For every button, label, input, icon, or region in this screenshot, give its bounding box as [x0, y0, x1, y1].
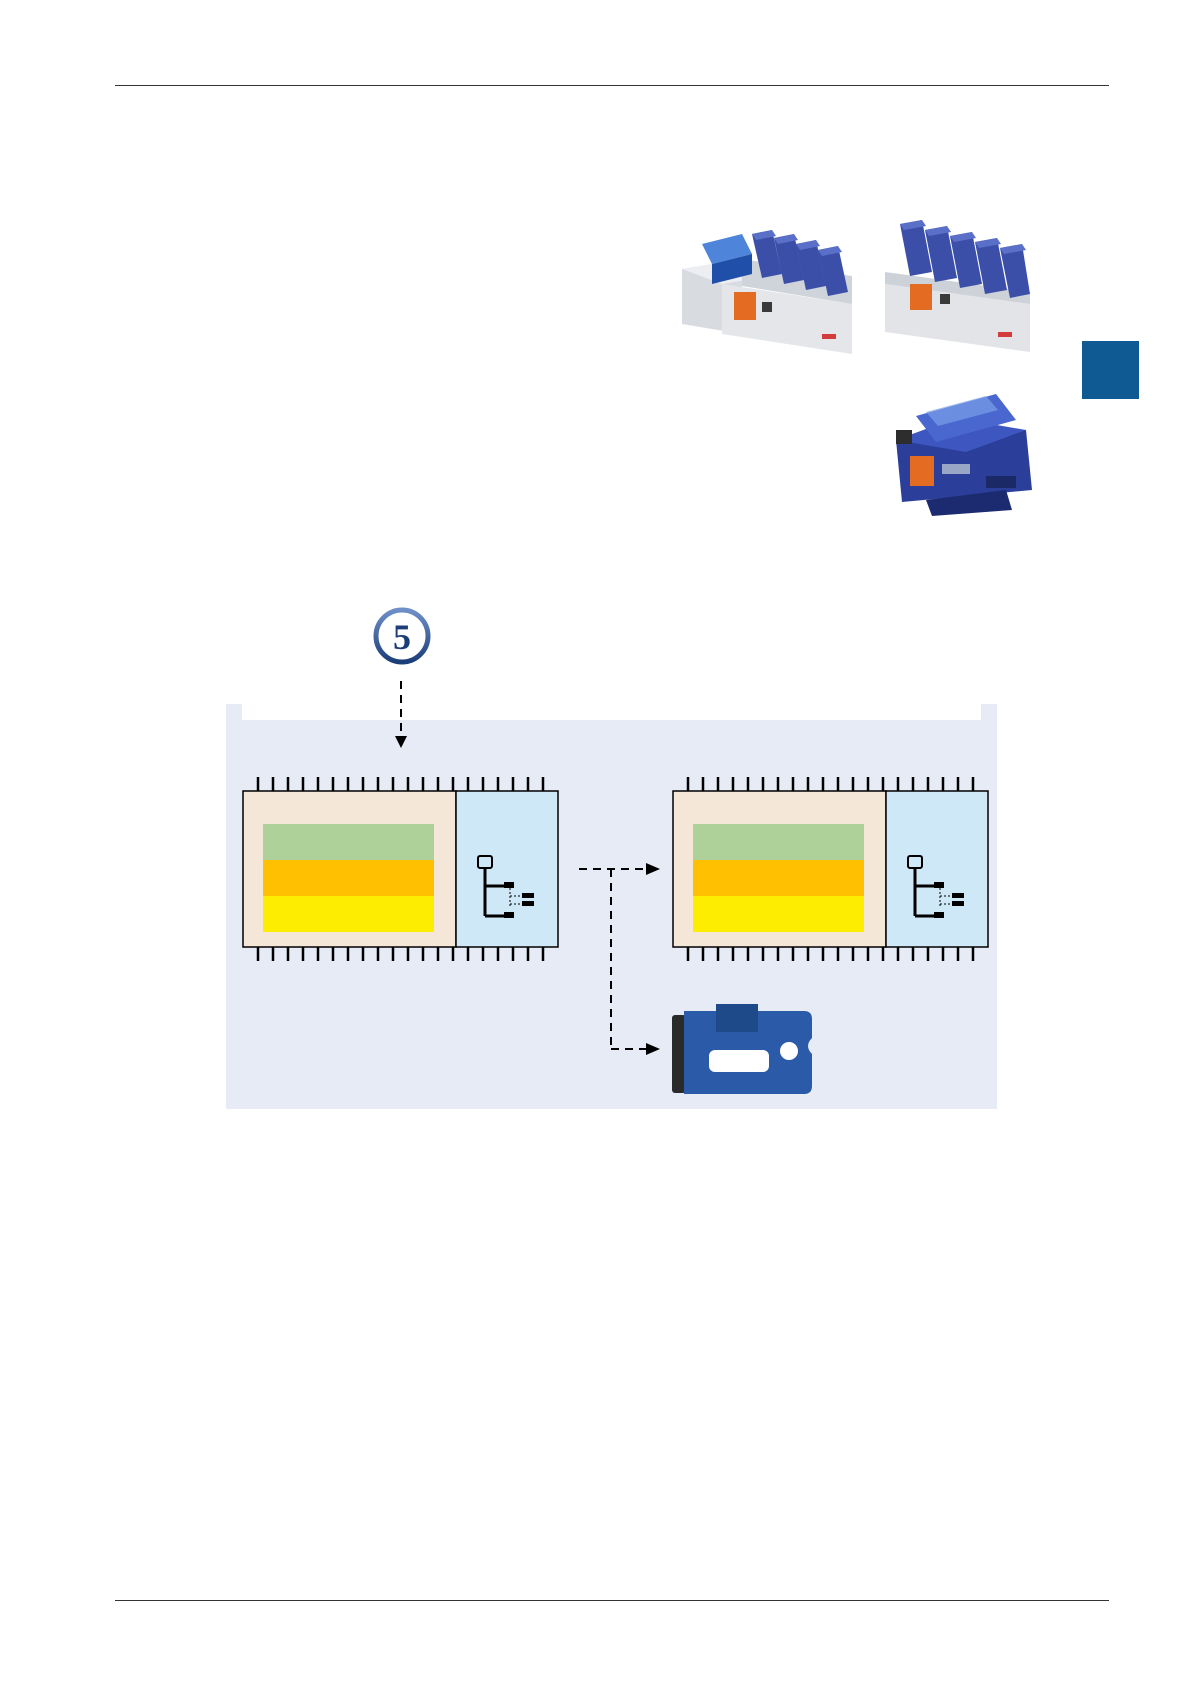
step-number-icon: 5 — [373, 607, 431, 665]
chapter-tab[interactable] — [1082, 341, 1139, 399]
memory-chip-left — [243, 777, 558, 961]
header-rule — [115, 85, 1109, 86]
step-number-label: 5 — [393, 617, 411, 657]
footer-rule — [115, 1600, 1109, 1601]
memory-backup-diagram — [226, 676, 997, 1109]
device-photo-pcd-blue — [886, 390, 1034, 516]
memory-chip-right — [673, 777, 988, 961]
memory-card-icon — [672, 1004, 812, 1094]
device-photo-pcd-compact — [880, 214, 1040, 356]
device-photo-pcd-with-display — [672, 214, 860, 359]
